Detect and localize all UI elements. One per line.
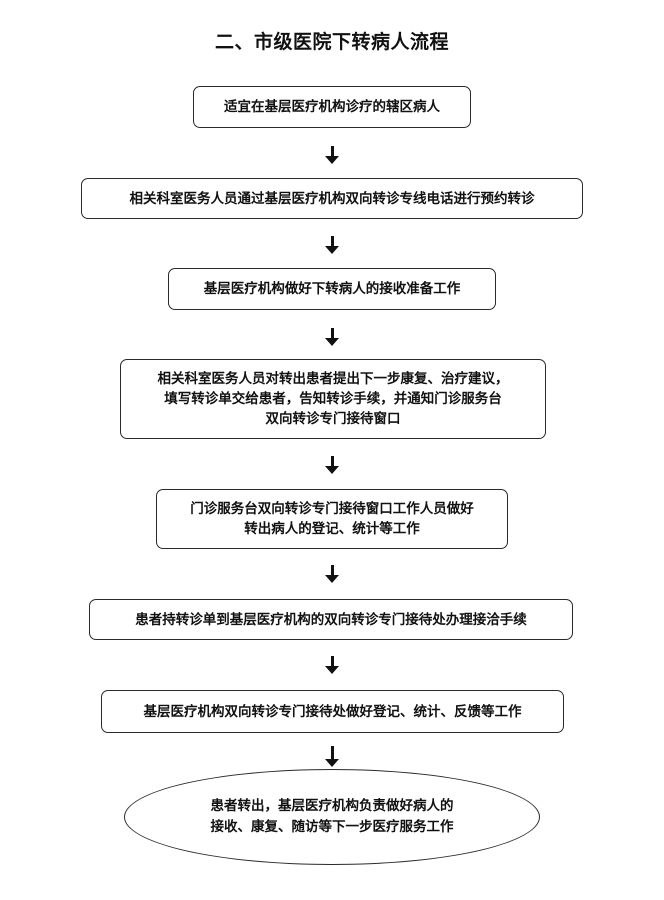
step-4-line-1: 相关科室医务人员对转出患者提出下一步康复、治疗建议，	[157, 371, 509, 387]
end-ellipse: 患者转出，基层医疗机构负责做好病人的 接收、康复、随访等下一步医疗服务工作	[124, 769, 540, 865]
step-3-text: 基层医疗机构做好下转病人的接收准备工作	[203, 281, 461, 297]
end-line-2: 接收、康复、随访等下一步医疗服务工作	[210, 819, 454, 835]
arrow-3	[325, 328, 339, 346]
step-6-text: 患者持转诊单到基层医疗机构的双向转诊专门接待处办理接洽手续	[135, 611, 527, 628]
arrow-4	[325, 456, 339, 474]
step-6-box: 患者持转诊单到基层医疗机构的双向转诊专门接待处办理接洽手续	[89, 599, 573, 640]
step-1-text: 适宜在基层医疗机构诊疗的辖区病人	[224, 99, 440, 115]
arrow-5	[325, 565, 339, 583]
step-2-text: 相关科室医务人员通过基层医疗机构双向转诊专线电话进行预约转诊	[129, 190, 535, 207]
step-4-box: 相关科室医务人员对转出患者提出下一步康复、治疗建议， 填写转诊单交给患者，告知转…	[120, 359, 546, 439]
step-7-text: 基层医疗机构双向转诊专门接待处做好登记、统计、反馈等工作	[143, 703, 522, 720]
step-1-box: 适宜在基层医疗机构诊疗的辖区病人	[193, 86, 471, 128]
step-5-line-2: 转出病人的登记、统计等工作	[244, 521, 420, 537]
arrow-7	[325, 746, 339, 768]
flowchart-title: 二、市级医院下转病人流程	[214, 31, 449, 53]
step-7-box: 基层医疗机构双向转诊专门接待处做好登记、统计、反馈等工作	[101, 690, 564, 733]
step-2-box: 相关科室医务人员通过基层医疗机构双向转诊专线电话进行预约转诊	[81, 178, 583, 219]
step-4-line-2: 填写转诊单交给患者，告知转诊手续，并通知门诊服务台	[164, 391, 502, 407]
step-5-line-1: 门诊服务台双向转诊专门接待窗口工作人员做好	[190, 501, 474, 517]
step-4-line-3: 双向转诊专门接待窗口	[265, 411, 401, 427]
step-5-box: 门诊服务台双向转诊专门接待窗口工作人员做好 转出病人的登记、统计等工作	[156, 489, 508, 549]
step-3-box: 基层医疗机构做好下转病人的接收准备工作	[168, 268, 496, 310]
arrow-1	[325, 146, 339, 164]
end-line-1: 患者转出，基层医疗机构负责做好病人的	[210, 798, 454, 814]
arrow-6	[325, 656, 339, 674]
arrow-2	[325, 236, 339, 254]
